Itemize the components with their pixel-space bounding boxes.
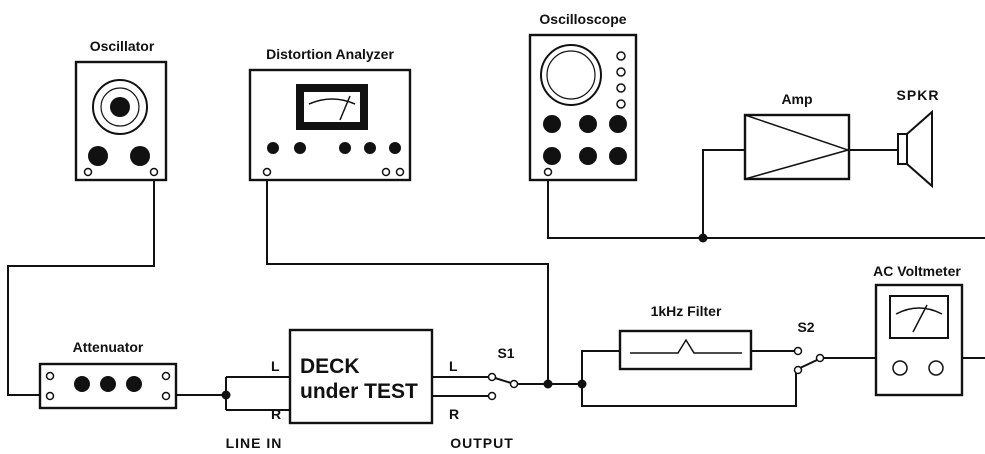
oscillator-dial-scale	[100, 87, 140, 127]
oscilloscope-input-jack	[543, 167, 553, 177]
deck-under-test: DECK under TEST L R L R LINE IN OUTPUT	[226, 328, 514, 451]
oscilloscope: Oscilloscope	[528, 11, 638, 182]
distortion-analyzer-input-jack	[262, 167, 272, 177]
attenuator-knob	[74, 376, 90, 392]
ac-voltmeter-meter-scale	[895, 307, 943, 315]
wire-oscillator-to-attenuator	[7, 176, 155, 396]
oscilloscope-knob	[609, 147, 627, 165]
oscilloscope-indicator	[616, 99, 626, 109]
ac-voltmeter-knob	[892, 360, 908, 376]
oscilloscope-indicator	[616, 67, 626, 77]
speaker-cone	[906, 109, 933, 189]
attenuator-jack	[45, 371, 55, 381]
switch-s2-blade	[799, 359, 818, 369]
junction-dots	[221, 233, 708, 400]
switch-s1-label: S1	[497, 345, 514, 361]
oscilloscope-knob	[609, 115, 627, 133]
distortion-analyzer-label: Distortion Analyzer	[266, 46, 394, 62]
attenuator-label: Attenuator	[73, 339, 144, 355]
amp-label: Amp	[781, 91, 812, 107]
switch-s2-label: S2	[797, 319, 814, 335]
distortion-analyzer-meter-needle	[339, 95, 351, 121]
distortion-analyzer-knob	[339, 142, 351, 154]
distortion-analyzer-knob	[389, 142, 401, 154]
attenuator-body	[38, 362, 178, 410]
oscillator: Oscillator	[74, 38, 168, 182]
speaker-label: SPKR	[897, 87, 940, 103]
deck-body	[288, 328, 434, 425]
switch-s1-contact	[487, 391, 497, 401]
attenuator-jack	[161, 391, 171, 401]
ac-voltmeter: AC Voltmeter	[873, 263, 964, 397]
oscilloscope-knob	[579, 147, 597, 165]
wire-scope-amp-bus	[547, 149, 985, 239]
attenuator-knob	[100, 376, 116, 392]
ac-voltmeter-label: AC Voltmeter	[873, 263, 961, 279]
oscilloscope-screen-bezel	[540, 44, 602, 106]
switch-s2-contact	[793, 346, 803, 356]
attenuator-jack	[161, 371, 171, 381]
filter-bandpass-symbol	[630, 338, 742, 354]
deck-output-left-label: L	[449, 358, 458, 374]
switch-s2: S2	[793, 319, 825, 375]
deck-input-left-label: L	[271, 358, 280, 374]
oscillator-label: Oscillator	[90, 38, 155, 54]
distortion-analyzer: Distortion Analyzer	[248, 46, 412, 182]
amplifier: Amp	[743, 91, 851, 181]
junction-dot	[221, 390, 231, 400]
oscilloscope-indicator	[616, 51, 626, 61]
distortion-analyzer-meter-face	[304, 92, 360, 122]
oscillator-knob	[88, 146, 108, 166]
oscillator-output-jack	[83, 167, 93, 177]
distortion-analyzer-meter-scale	[308, 98, 356, 105]
line-in-label: LINE IN	[226, 435, 283, 451]
deck-title-line1: DECK	[300, 355, 360, 378]
oscillator-output-jack	[149, 167, 159, 177]
ac-voltmeter-knob	[928, 360, 944, 376]
speaker: SPKR	[897, 87, 940, 189]
distortion-analyzer-knob	[364, 142, 376, 154]
oscillator-knob	[130, 146, 150, 166]
junction-dot	[543, 379, 553, 389]
distortion-analyzer-jack	[395, 167, 405, 177]
switch-s2-contact	[793, 365, 803, 375]
filter-body	[618, 329, 753, 371]
wiring	[7, 149, 985, 411]
attenuator-jack	[45, 391, 55, 401]
oscilloscope-knob	[543, 147, 561, 165]
oscilloscope-screen	[546, 50, 596, 100]
oscilloscope-knob	[543, 115, 561, 133]
distortion-analyzer-jack	[381, 167, 391, 177]
wire-filter-path	[581, 350, 797, 407]
switch-s1-contact	[487, 372, 497, 382]
distortion-analyzer-knob	[267, 142, 279, 154]
distortion-analyzer-knob	[294, 142, 306, 154]
deck-input-right-label: R	[271, 406, 281, 422]
switch-s1-blade	[494, 377, 512, 384]
switch-s2-common	[815, 353, 825, 363]
deck-output-right-label: R	[449, 406, 459, 422]
ac-voltmeter-meter-needle	[912, 304, 928, 333]
1khz-filter: 1kHz Filter	[618, 303, 753, 371]
amp-body	[743, 113, 851, 181]
switch-s1-common	[509, 379, 519, 389]
wire-distortion-analyzer-input	[266, 177, 549, 384]
switch-s1: S1	[487, 345, 519, 401]
oscilloscope-knob	[579, 115, 597, 133]
junction-dot	[577, 379, 587, 389]
output-label: OUTPUT	[450, 435, 514, 451]
speaker-magnet	[897, 133, 908, 165]
oscillator-dial-ring	[92, 79, 148, 135]
attenuator: Attenuator	[38, 339, 178, 410]
junction-dot	[698, 233, 708, 243]
oscilloscope-label: Oscilloscope	[539, 11, 626, 27]
amp-triangle-symbol	[744, 114, 851, 180]
attenuator-knob	[126, 376, 142, 392]
ac-voltmeter-meter-face	[889, 295, 949, 339]
filter-label: 1kHz Filter	[651, 303, 722, 319]
oscilloscope-indicator	[616, 83, 626, 93]
deck-title-line2: under TEST	[300, 380, 418, 403]
oscillator-frequency-knob	[110, 97, 130, 117]
